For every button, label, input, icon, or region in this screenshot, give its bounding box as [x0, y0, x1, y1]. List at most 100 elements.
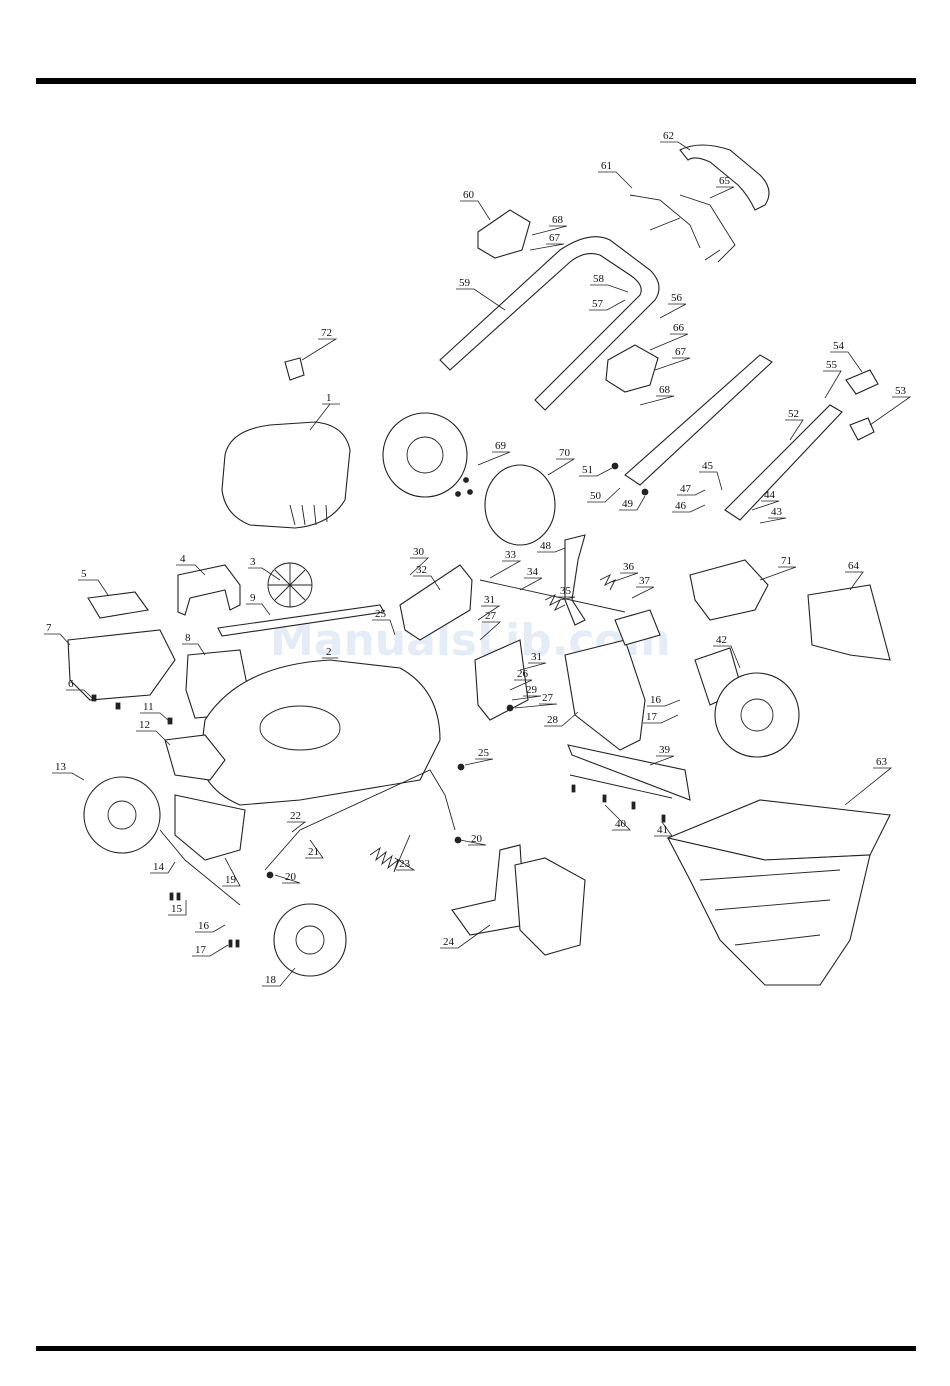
- wheel-42: [715, 673, 799, 757]
- callout-39: 39: [650, 744, 674, 765]
- part-label: 15: [171, 903, 183, 915]
- part-label: 3: [250, 556, 256, 568]
- callout-43: 43: [760, 506, 786, 523]
- wheel-18: [274, 904, 346, 976]
- callout-9: 9: [246, 592, 270, 615]
- hub-cap-70: [485, 465, 555, 545]
- callout-62: 62: [660, 130, 690, 150]
- screw-15a: [170, 893, 173, 900]
- part-label: 20: [471, 833, 483, 845]
- nut-51: [612, 463, 618, 469]
- part-label: 20: [285, 871, 297, 883]
- part-label: 61: [601, 160, 612, 172]
- callout-63: 63: [845, 756, 891, 805]
- screw-40c: [632, 802, 635, 809]
- handle-knob-53: [850, 418, 874, 440]
- callout-14: 14: [150, 861, 175, 873]
- part-label: 11: [143, 701, 154, 713]
- part-label: 71: [781, 555, 792, 567]
- part-label: 31: [484, 594, 495, 606]
- wheel-13: [84, 777, 160, 853]
- handle-knob-54: [846, 370, 878, 394]
- grass-bag: [668, 838, 870, 985]
- part-label: 35: [560, 585, 572, 597]
- part-label: 32: [416, 564, 427, 576]
- callout-20a: 20: [275, 871, 300, 883]
- part-label: 16: [650, 694, 662, 706]
- part-label: 37: [639, 575, 651, 587]
- part-label: 29: [526, 684, 538, 696]
- callout-47: 47: [677, 483, 705, 495]
- callout-34: 34: [520, 566, 542, 590]
- switch-box-66: [606, 345, 658, 392]
- callout-67b: 67: [655, 346, 690, 370]
- rear-guard-19: [175, 795, 245, 860]
- part-label: 68: [552, 214, 564, 226]
- part-label: 14: [153, 861, 165, 873]
- front-cover-4: [178, 565, 240, 615]
- callout-25b: 25: [465, 747, 493, 765]
- callout-18: 18: [262, 968, 295, 986]
- part-label: 72: [321, 327, 332, 339]
- screw-11: [168, 718, 172, 724]
- part-label: 24: [443, 936, 455, 948]
- part-label: 62: [663, 130, 674, 142]
- callout-13: 13: [52, 761, 84, 780]
- part-label: 41: [657, 824, 668, 836]
- callout-8: 8: [182, 632, 205, 655]
- callout-58: 58: [590, 273, 628, 292]
- switch-box-60: [478, 210, 530, 258]
- part-label: 33: [505, 549, 517, 561]
- callout-17b: 17: [643, 711, 678, 723]
- part-label: 21: [308, 846, 319, 858]
- part-label: 30: [413, 546, 425, 558]
- part-label: 44: [764, 489, 776, 501]
- part-label: 65: [719, 175, 731, 187]
- part-label: 55: [826, 359, 838, 371]
- callout-16b: 16: [647, 694, 680, 706]
- callout-41: 41: [654, 822, 672, 836]
- screw-6b: [116, 703, 120, 709]
- part-label: 18: [265, 974, 277, 986]
- plug-72: [285, 358, 304, 380]
- callout-17a: 17: [192, 944, 228, 956]
- lower-handle-right: [725, 405, 842, 520]
- part-label: 7: [46, 622, 52, 634]
- part-label: 67: [675, 346, 687, 358]
- part-label: 60: [463, 189, 475, 201]
- chute-24: [452, 845, 525, 935]
- part-label: 25: [375, 608, 387, 620]
- part-label: 54: [833, 340, 845, 352]
- callout-7: 7: [44, 622, 70, 645]
- callout-20b: 20: [460, 833, 486, 845]
- callout-55: 55: [823, 359, 841, 398]
- screw-40a: [572, 785, 575, 792]
- nut-69b: [468, 490, 473, 495]
- part-label: 47: [680, 483, 692, 495]
- callout-61: 61: [598, 160, 632, 188]
- callout-5: 5: [78, 568, 108, 595]
- callout-15: 15: [168, 900, 186, 915]
- callout-59: 59: [456, 277, 505, 310]
- callout-28: 28: [544, 712, 578, 726]
- part-label: 17: [195, 944, 207, 956]
- part-label: 70: [559, 447, 571, 459]
- callout-72: 72: [302, 327, 336, 360]
- chute-housing: [515, 858, 585, 955]
- part-label: 68: [659, 384, 671, 396]
- callout-37: 37: [632, 575, 654, 598]
- part-label: 45: [702, 460, 714, 472]
- callout-50: 50: [587, 488, 620, 502]
- part-label: 28: [547, 714, 559, 726]
- callout-16a: 16: [195, 920, 225, 932]
- lever-48: [565, 535, 585, 625]
- callout-21: 21: [305, 840, 323, 858]
- part-label: 34: [527, 566, 539, 578]
- callout-68b: 68: [640, 384, 674, 405]
- handle-bracket-65: [680, 195, 735, 262]
- part-label: 23: [399, 858, 411, 870]
- callout-67a: 67: [530, 232, 564, 250]
- part-label: 64: [848, 560, 860, 572]
- part-label: 66: [673, 322, 685, 334]
- callout-45: 45: [699, 460, 722, 490]
